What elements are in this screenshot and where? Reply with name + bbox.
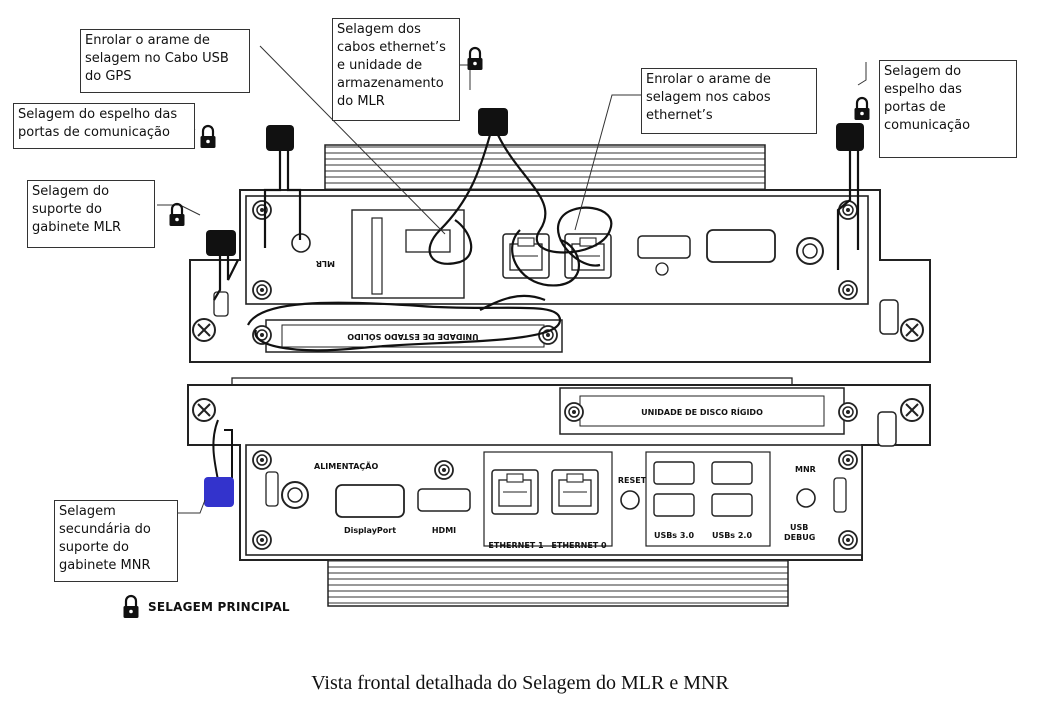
mnr-ethernet0-label: ETHERNET 0 (551, 541, 607, 550)
mlr-heatsink (324, 144, 766, 194)
legend-label: SELAGEM PRINCIPAL (148, 600, 290, 614)
callout-mlr-bracket: Selagem do suporte do gabinete MLR (27, 180, 155, 248)
mlr-hdmi-port (637, 235, 691, 259)
seal-mlr-bracket (206, 230, 236, 256)
mlr-device-label: MLR (316, 259, 335, 268)
mnr-usb-debug-port (796, 488, 816, 508)
figure-caption: Vista frontal detalhada do Selagem do ML… (311, 672, 729, 694)
lock-icon (122, 594, 140, 620)
mnr-hdmi-label: HDMI (432, 526, 456, 535)
mnr-heatsink (327, 559, 789, 607)
callout-ethernet-storage: Selagem dos cabos ethernet’s e unidade d… (332, 18, 460, 121)
mnr-usb-debug-label: USB (790, 523, 808, 532)
mnr-ethernet1-label: ETHERNET 1 (488, 541, 544, 550)
callout-mirror-left: Selagem do espelho das portas de comunic… (13, 103, 195, 149)
seal-mirror-right (836, 123, 864, 151)
mnr-usb30-label: USBs 3.0 (654, 531, 695, 540)
mnr-reset-label: RESET (618, 476, 647, 485)
seal-mnr-bracket (204, 477, 234, 507)
lock-icon (466, 46, 484, 72)
callout-wrap-ethernet: Enrolar o arame de selagem nos cabos eth… (641, 68, 817, 134)
seal-mirror-left (266, 125, 294, 151)
mlr-ssd-label: UNIDADE DE ESTADO SÓLIDO (347, 332, 479, 343)
mnr-ethernet-0-port (551, 469, 599, 515)
callout-mirror-right: Selagem do espelho das portas de comunic… (879, 60, 1017, 158)
mlr-displayport-port (706, 229, 776, 263)
mnr-usb20-label: USBs 2.0 (712, 531, 753, 540)
mnr-ethernet-1-port (491, 469, 539, 515)
svg-text:DEBUG: DEBUG (784, 533, 815, 542)
mnr-usb30-port-a (653, 461, 695, 485)
mlr-seal-wires (213, 134, 860, 352)
lock-icon (168, 202, 186, 228)
mnr-usb20-port-a (711, 461, 753, 485)
seal-ethernet-storage (478, 108, 508, 136)
lock-icon (853, 96, 871, 122)
callout-mnr-bracket: Selagem secundária do suporte do gabinet… (54, 500, 178, 582)
mlr-ethernet-1-port (502, 233, 550, 279)
mnr-usb20-port-b (711, 493, 753, 517)
mnr-displayport-label: DisplayPort (344, 526, 396, 535)
mnr-reset-button (620, 490, 640, 510)
mnr-seal-wire (212, 419, 233, 481)
mnr-usb30-port-b (653, 493, 695, 517)
mnr-device: UNIDADE DE DISCO RÍGIDO ALIMENTAÇÃO Disp… (187, 377, 931, 607)
mnr-hdd-label: UNIDADE DE DISCO RÍGIDO (641, 406, 763, 417)
mnr-hdmi-port (417, 488, 471, 512)
callout-usb-gps: Enrolar o arame de selagem no Cabo USB d… (80, 29, 250, 93)
lock-icon (199, 124, 217, 150)
mnr-displayport-port (335, 484, 405, 518)
mnr-power-label: ALIMENTAÇÃO (314, 461, 378, 471)
leader-lines (157, 45, 867, 514)
mnr-device-label: MNR (795, 465, 816, 474)
